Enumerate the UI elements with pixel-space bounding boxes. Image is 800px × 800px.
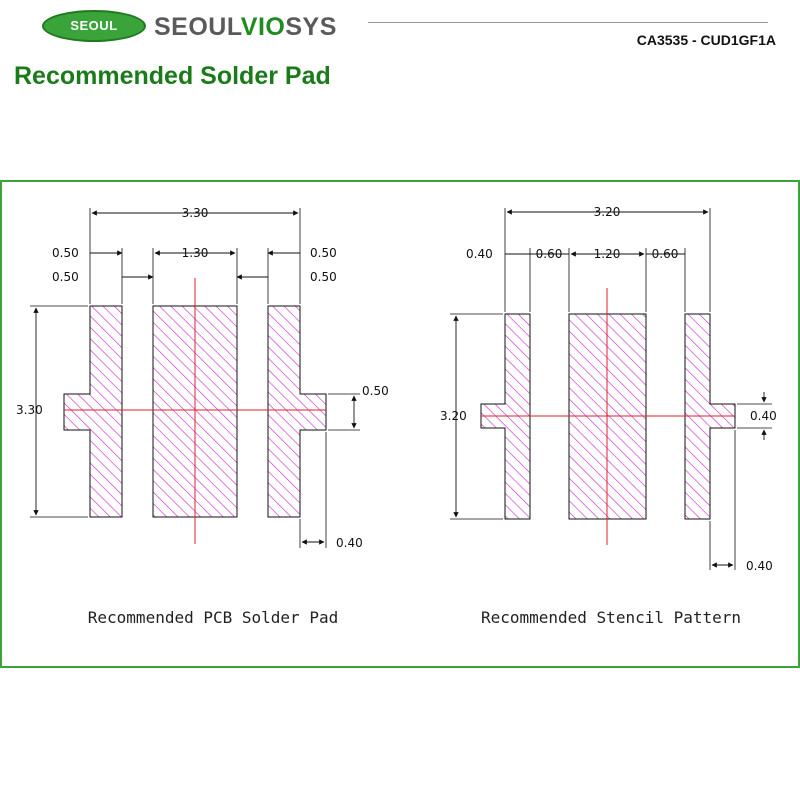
brand-name: SEOULVIOSYS xyxy=(154,10,337,44)
pcb-label-right-pad: 0.50 xyxy=(310,246,337,260)
pcb-pad-drawing: 3.30 0.50 1.30 0.50 0.50 0.50 3.30 0.50 … xyxy=(16,206,389,627)
stencil-label-tab-extension: 0.40 xyxy=(746,559,773,573)
brand-name-part-2: VIO xyxy=(240,13,286,41)
page-title: Recommended Solder Pad xyxy=(14,62,331,90)
brand-badge-text: SEOUL xyxy=(70,18,118,33)
pcb-label-right-gap: 0.50 xyxy=(310,270,337,284)
pcb-label-center-pad: 1.30 xyxy=(182,246,209,260)
pcb-label-total-width: 3.30 xyxy=(182,206,209,220)
stencil-label-right-gap: 0.60 xyxy=(652,247,679,261)
pcb-caption: Recommended PCB Solder Pad xyxy=(88,608,338,627)
stencil-label-total-width: 3.20 xyxy=(594,205,621,219)
stencil-label-height: 3.20 xyxy=(440,409,467,423)
stencil-drawing: 3.20 0.40 0.60 1.20 0.60 3.20 0.40 0.40 … xyxy=(440,205,777,627)
brand-badge: SEOUL xyxy=(42,10,146,42)
pcb-right-pad xyxy=(267,305,327,518)
stencil-label-tab-height: 0.40 xyxy=(750,409,777,423)
pcb-label-height: 3.30 xyxy=(16,403,43,417)
part-number: CA3535 - CUD1GF1A xyxy=(636,32,776,48)
brand-name-part-3: SYS xyxy=(285,13,337,41)
stencil-label-left-aperture: 0.40 xyxy=(466,247,493,261)
stencil-label-center-aperture: 1.20 xyxy=(594,247,621,261)
brand-logo: SEOUL SEOULVIOSYS xyxy=(42,10,342,44)
pcb-label-left-gap: 0.50 xyxy=(52,270,79,284)
pcb-label-tab-extension: 0.40 xyxy=(336,536,363,550)
header-rule xyxy=(368,22,768,23)
diagram-frame xyxy=(0,180,800,668)
stencil-label-left-gap: 0.60 xyxy=(536,247,563,261)
pcb-left-pad xyxy=(63,305,123,518)
stencil-caption: Recommended Stencil Pattern xyxy=(481,608,741,627)
pcb-label-left-pad: 0.50 xyxy=(52,246,79,260)
pcb-label-tab-height: 0.50 xyxy=(362,384,389,398)
brand-name-part-1: SEOUL xyxy=(154,13,241,41)
